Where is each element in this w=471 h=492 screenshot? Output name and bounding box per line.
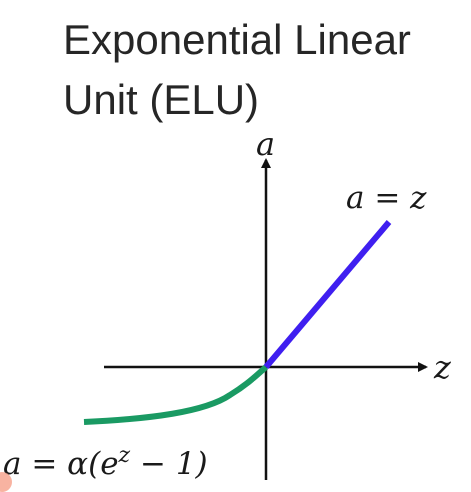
title-line-1: Exponential Linear (63, 16, 411, 63)
elu-positive-line (263, 220, 392, 369)
x-axis-label: z (433, 348, 452, 386)
y-axis-label: a (256, 125, 275, 163)
negative-equation: a = α(ez − 1) (3, 443, 208, 482)
elu-negative-curve (83, 364, 268, 425)
slide-title: Exponential Linear Unit (ELU) (63, 10, 411, 130)
positive-equation: a = z (346, 180, 427, 216)
title-line-2: Unit (ELU) (63, 76, 260, 123)
decorative-dot (0, 472, 12, 492)
